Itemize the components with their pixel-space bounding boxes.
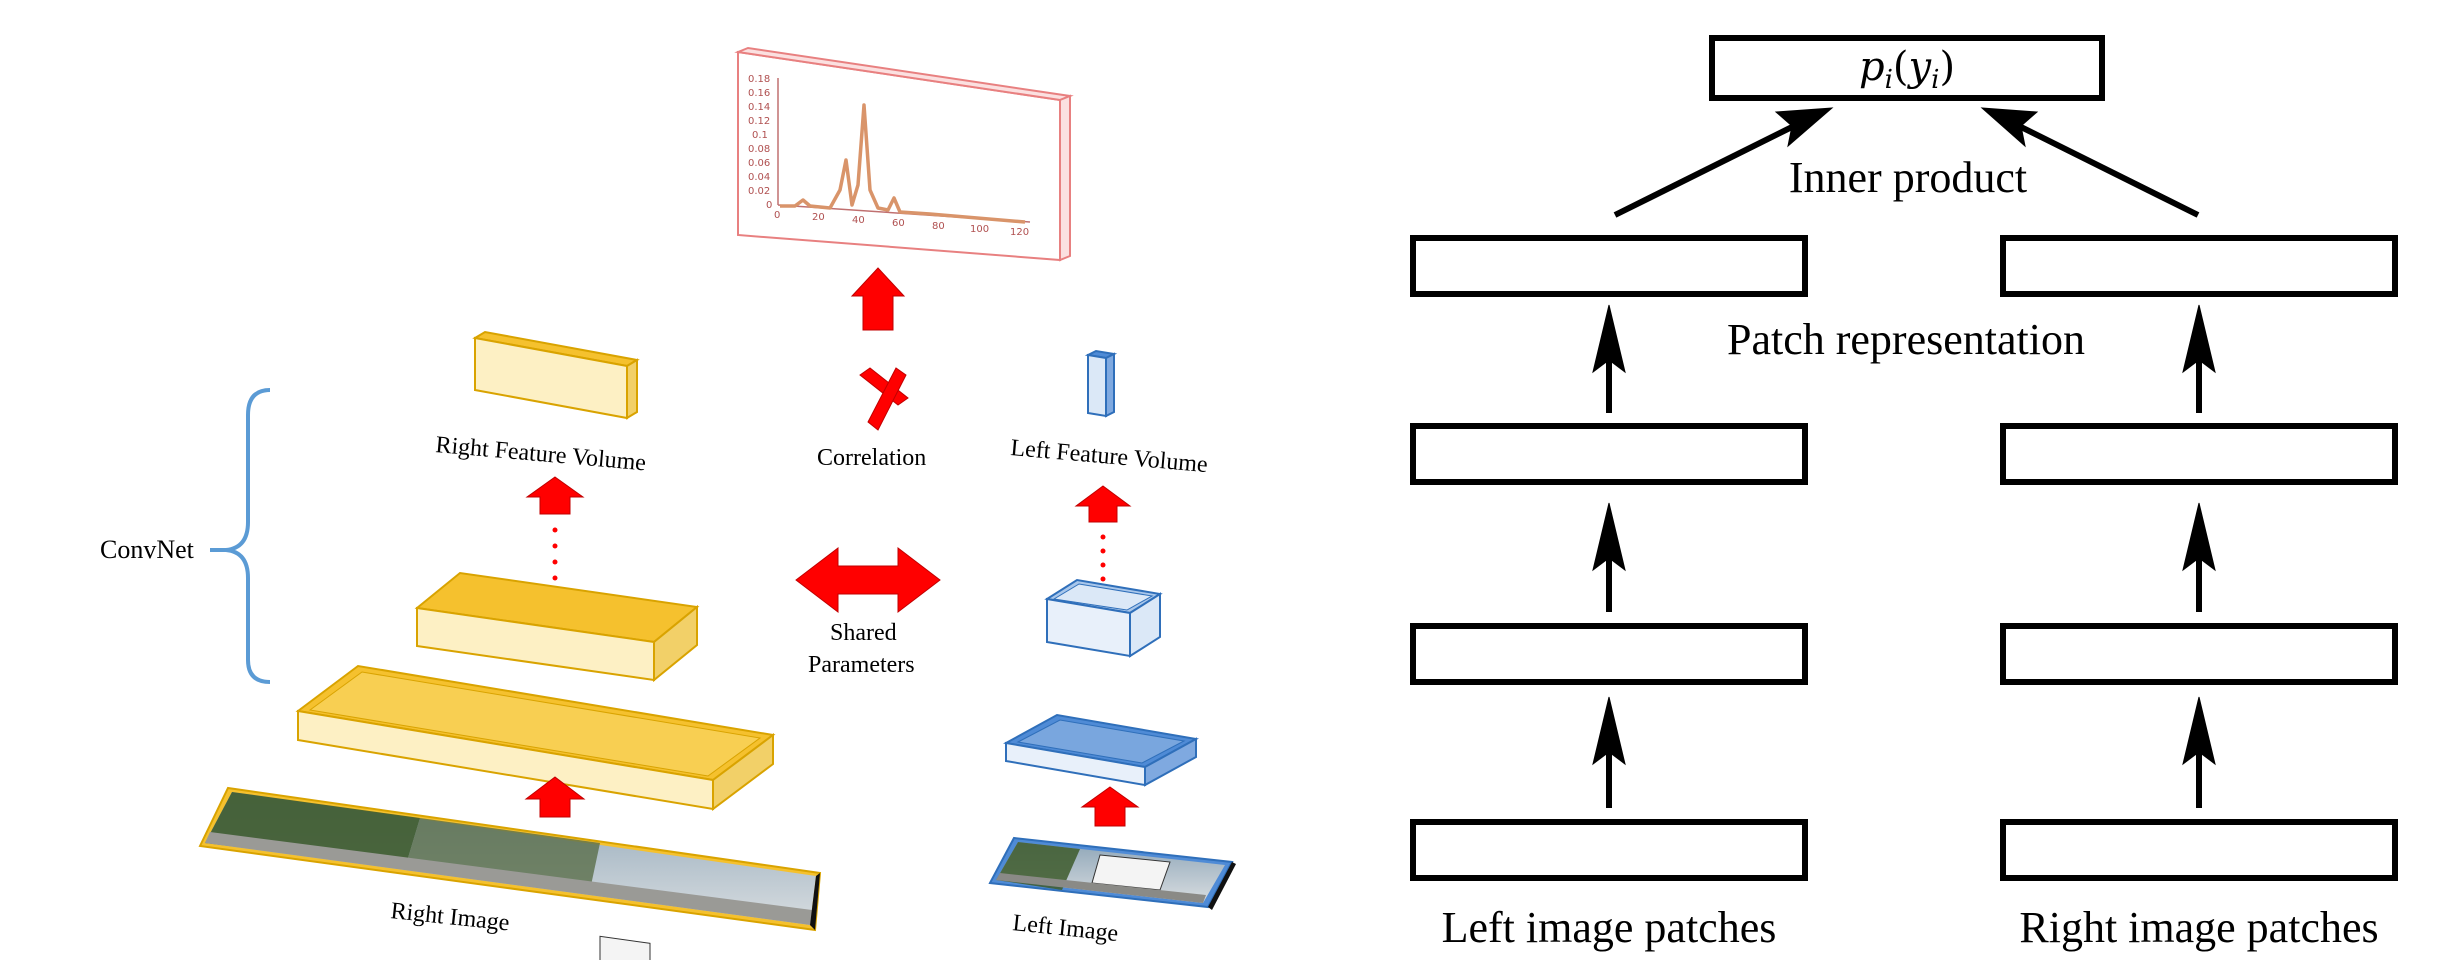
shared-label-line2: Parameters xyxy=(808,652,915,678)
left-up-arrows xyxy=(1592,304,1626,808)
y-tick: 0.08 xyxy=(748,144,770,155)
right-feature-volume-label: Right Feature Volume xyxy=(434,432,647,476)
plot-y-ticks: 0.18 0.16 0.14 0.12 0.1 0.08 0.06 0.04 0… xyxy=(748,74,772,211)
x-tick: 20 xyxy=(812,212,825,223)
left-diagram: ConvNet 0.18 0.16 0.14 0.12 0.1 0.08 0.0… xyxy=(100,46,1236,960)
left-patches-label: Left image patches xyxy=(1442,903,1777,952)
x-tick: 40 xyxy=(852,215,865,226)
correlation-plot: 0.18 0.16 0.14 0.12 0.1 0.08 0.06 0.04 0… xyxy=(734,46,1074,262)
x-tick: 100 xyxy=(970,224,989,235)
right-diagram: pi(yi) Inner product xyxy=(1410,35,2398,952)
x-tick: 0 xyxy=(774,210,780,221)
right-patch-column xyxy=(2000,235,2398,881)
right-patch-representation-box xyxy=(2000,235,2398,297)
left-layer-box xyxy=(1410,423,1808,485)
right-up-arrows xyxy=(2182,304,2216,808)
right-input-box xyxy=(2000,819,2398,881)
correlation-label: Correlation xyxy=(817,445,926,471)
y-tick: 0 xyxy=(766,200,772,211)
convnet-brace xyxy=(210,388,271,684)
x-tick: 120 xyxy=(1010,227,1029,238)
up-arrow-left-feature xyxy=(1074,485,1132,523)
left-input-box xyxy=(1410,819,1808,881)
shared-parameters-arrow xyxy=(795,546,941,614)
convnet-label: ConvNet xyxy=(100,535,195,564)
up-arrow-left-image xyxy=(1080,786,1140,827)
right-conv-layer-bottom xyxy=(295,664,776,811)
left-layer-box xyxy=(1410,623,1808,685)
output-box-label: pi(yi) xyxy=(1859,44,1955,95)
up-arrow-to-plot xyxy=(850,267,906,331)
x-tick: 80 xyxy=(932,221,945,232)
patch-representation-label: Patch representation xyxy=(1727,315,2085,364)
right-feature-volume xyxy=(472,330,640,420)
dotted-line-left xyxy=(1100,534,1106,582)
y-tick: 0.18 xyxy=(748,74,770,85)
left-feature-volume-label: Left Feature Volume xyxy=(1009,435,1208,478)
left-feature-volume xyxy=(1084,349,1118,418)
y-tick: 0.06 xyxy=(748,158,770,169)
right-layer-box xyxy=(2000,623,2398,685)
correlation-curve xyxy=(780,103,1026,224)
left-conv-layer-mid xyxy=(1044,578,1163,658)
x-tick: 60 xyxy=(892,218,905,229)
up-arrow-right-image xyxy=(524,776,586,818)
y-tick: 0.04 xyxy=(748,172,770,183)
up-arrow-right-feature xyxy=(525,476,585,515)
right-patches-label: Right image patches xyxy=(2019,903,2378,952)
left-image-label: Left Image xyxy=(1011,910,1119,947)
output-box xyxy=(1709,35,2105,101)
shared-label-line1: Shared xyxy=(830,620,897,646)
dotted-line-right xyxy=(552,527,558,581)
y-tick: 0.1 xyxy=(752,130,768,141)
inner-product-label: Inner product xyxy=(1789,153,2027,202)
y-tick: 0.14 xyxy=(748,102,770,113)
left-conv-layer-bottom xyxy=(1003,713,1199,787)
y-tick: 0.16 xyxy=(748,88,770,99)
inner-product-arrows xyxy=(1613,107,2200,218)
right-layer-box xyxy=(2000,423,2398,485)
left-patch-column xyxy=(1410,235,1808,881)
right-conv-layer-mid xyxy=(414,571,700,683)
left-patch-representation-box xyxy=(1410,235,1808,297)
correlation-x-icon xyxy=(859,367,909,431)
y-tick: 0.12 xyxy=(748,116,770,127)
left-image xyxy=(988,836,1236,910)
right-image xyxy=(198,786,822,960)
plot-x-ticks: 0 20 40 60 80 100 120 xyxy=(774,210,1029,238)
right-image-label: Right Image xyxy=(389,898,510,936)
y-tick: 0.02 xyxy=(748,186,770,197)
